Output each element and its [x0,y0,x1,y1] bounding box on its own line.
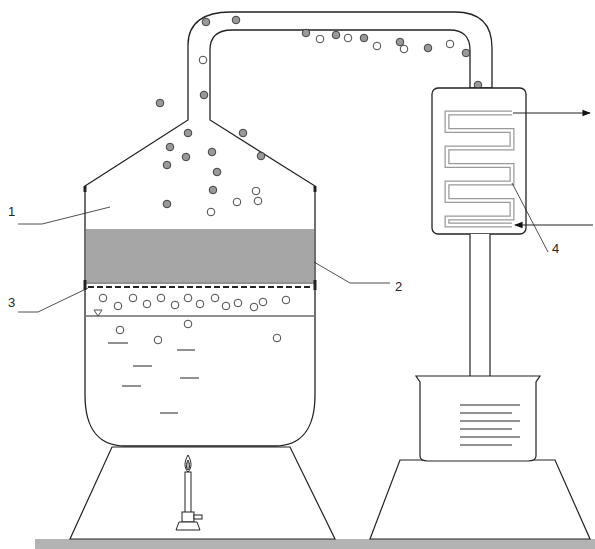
vapour-bubbles [99,34,484,344]
sieve-plate [88,286,312,288]
cooling-coil [447,113,512,225]
water-out-arrow [513,112,590,113]
ground-bar [35,539,595,549]
stand [370,460,590,539]
packing-layer [86,229,314,282]
leader-line [18,183,548,312]
stand [70,447,335,539]
condenser [432,88,526,234]
outlet-tube [470,234,490,392]
bunsen-burner [176,455,202,530]
water-level [86,316,314,317]
water-in-arrow [515,224,593,225]
callout-number: 1 [8,205,15,218]
beaker [416,376,540,461]
callout-number: 2 [395,280,402,293]
callout-number: 3 [8,296,15,309]
callout-number: 4 [552,242,559,255]
